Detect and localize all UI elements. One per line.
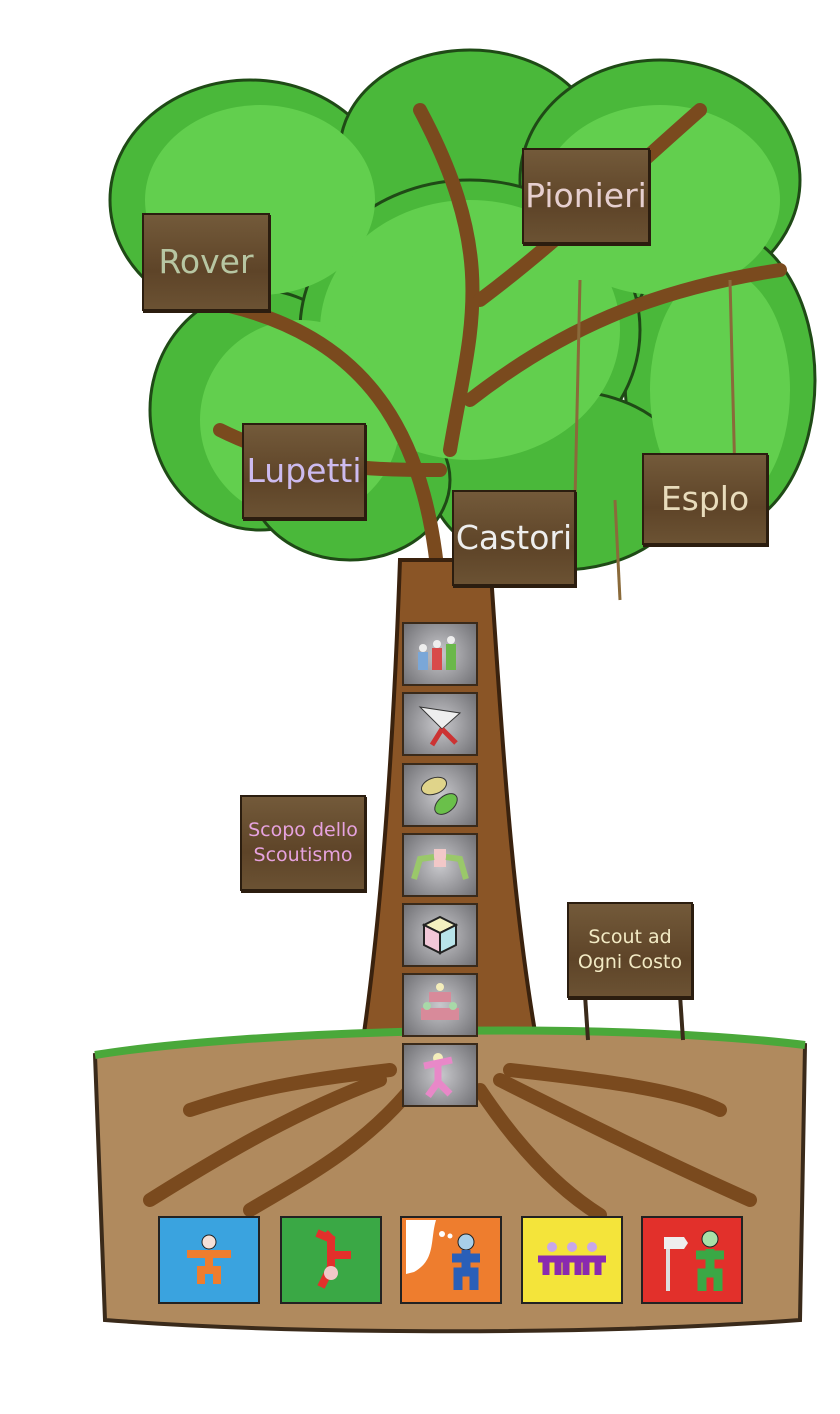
lupetti-sign[interactable]: Lupetti: [242, 423, 366, 519]
neckerchief-icon: [418, 706, 462, 747]
neckerchief-tile[interactable]: [402, 692, 478, 756]
lupetti-label: Lupetti: [246, 450, 362, 490]
castori-sign[interactable]: Castori: [452, 490, 576, 586]
ground-tile-4[interactable]: [521, 1216, 623, 1304]
person-handstand-icon: [315, 1229, 351, 1289]
scopo-scoutismo-sign[interactable]: Scopo dello Scoutismo: [240, 795, 366, 891]
scout-ad-label-line2: Ogni Costo: [577, 951, 683, 973]
pionieri-label: Pionieri: [525, 175, 647, 215]
leaves-icon: [420, 776, 458, 815]
ground-tile-2[interactable]: [280, 1216, 382, 1304]
scopo-label-line2: Scoutismo: [253, 844, 353, 866]
tree-roots: [143, 1063, 757, 1222]
pyramid-people-icon: [421, 983, 459, 1020]
rover-label: Rover: [158, 241, 254, 281]
pyramid-people-tile[interactable]: [402, 973, 478, 1037]
rover-sign[interactable]: Rover: [142, 213, 270, 311]
group-of-people-icon: [418, 636, 456, 670]
pionieri-sign[interactable]: Pionieri: [522, 148, 650, 244]
ground-tile-3[interactable]: [400, 1216, 502, 1304]
scout-ad-ogni-costo-sign[interactable]: Scout ad Ogni Costo: [567, 902, 693, 998]
leaves-tile[interactable]: [402, 763, 478, 827]
castori-label: Castori: [455, 517, 573, 557]
cube-icon: [421, 915, 459, 955]
cube-tile[interactable]: [402, 903, 478, 967]
person-arms-open-icon: [187, 1234, 231, 1284]
ground-tile-5[interactable]: [641, 1216, 743, 1304]
esplo-sign[interactable]: Esplo: [642, 453, 768, 545]
cooperation-icon: [411, 849, 469, 880]
person-thinking-icon: [406, 1220, 480, 1290]
esplo-label: Esplo: [660, 478, 750, 518]
person-jumping-icon: [423, 1053, 453, 1099]
person-jumping-tile[interactable]: [402, 1043, 478, 1107]
group-of-people-tile[interactable]: [402, 622, 478, 686]
person-signpost-icon: [664, 1230, 724, 1291]
scout-ad-label-line1: Scout ad: [588, 926, 672, 949]
ground-tile-1[interactable]: [158, 1216, 260, 1304]
people-holding-hands-icon: [538, 1242, 606, 1275]
scopo-label-line1: Scopo dello: [248, 819, 358, 842]
cooperation-tile[interactable]: [402, 833, 478, 897]
